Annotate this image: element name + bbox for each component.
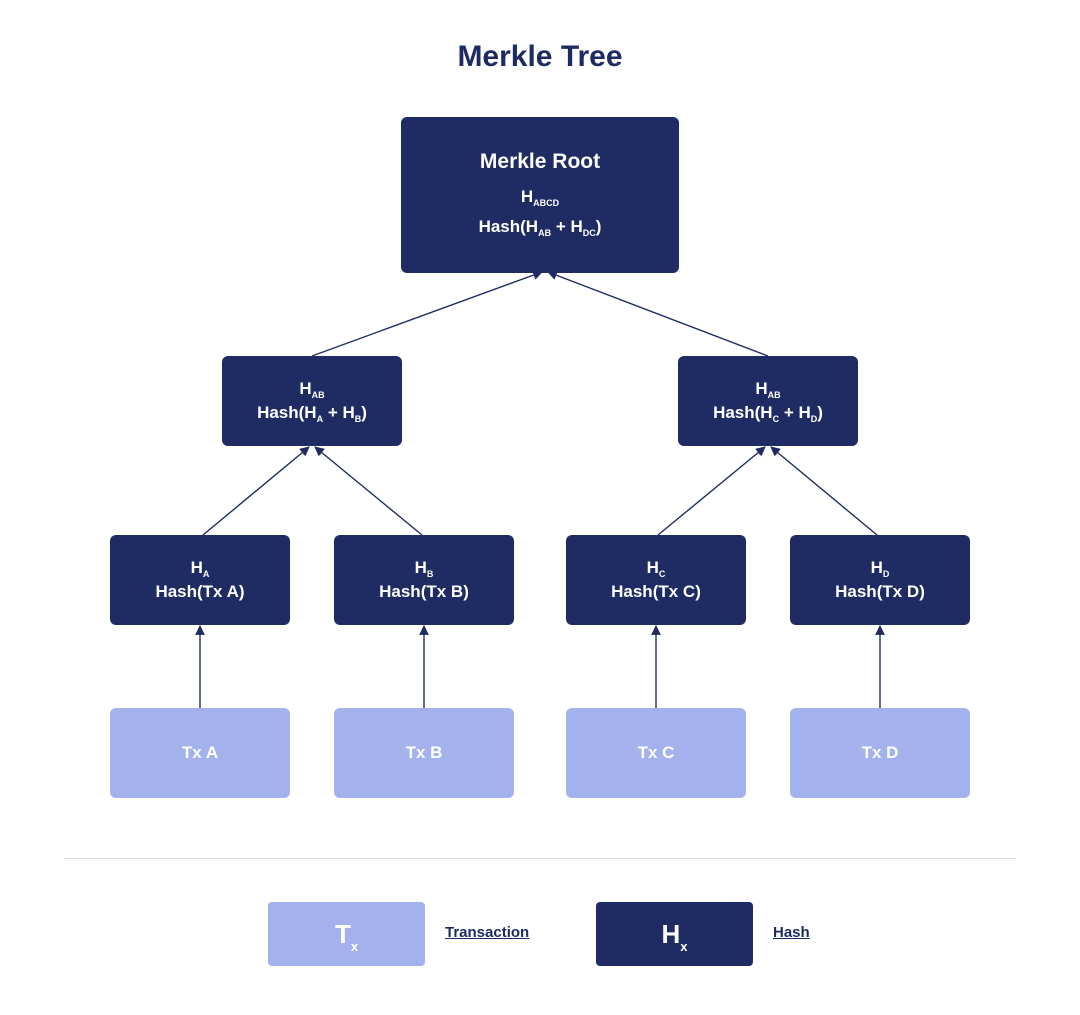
legend-hash-label: Hash [773, 924, 810, 941]
edge-hd-to-hcd [770, 446, 878, 536]
merkle-root-node: Merkle Root HABCD Hash(HAB + HDC) [401, 117, 679, 273]
legend-hash-swatch: Hx [596, 902, 753, 966]
hash-node-hab-right: HAB Hash(HC + HD) [678, 356, 858, 446]
edge-hc-to-hcd [657, 446, 766, 536]
hash-formula: Hash(Tx B) [379, 582, 469, 601]
transaction-label: Tx D [861, 743, 899, 762]
edge-hab-right-to-root [547, 270, 769, 357]
hash-node-hab-left: HAB Hash(HA + HB) [222, 356, 402, 446]
hash-node-hd: HD Hash(Tx D) [790, 535, 970, 625]
edge-hab-left-to-root [311, 270, 543, 357]
hash-symbol: HA [190, 558, 210, 579]
hash-symbol: HB [414, 558, 434, 579]
merkle-root-heading: Merkle Root [479, 150, 601, 173]
transaction-label: Tx A [181, 743, 219, 762]
hash-formula: Hash(Tx C) [611, 582, 701, 601]
transaction-node-d: Tx D [790, 708, 970, 798]
legend-hash-symbol: Hx [661, 918, 688, 954]
hash-symbol: HAB [299, 379, 325, 400]
hash-node-ha: HA Hash(Tx A) [110, 535, 290, 625]
transaction-label: Tx C [637, 743, 675, 762]
hash-node-hb: HB Hash(Tx B) [334, 535, 514, 625]
hash-formula: Hash(Tx D) [835, 582, 925, 601]
legend-transaction-symbol: Tx [334, 918, 359, 954]
diagram-title: Merkle Tree [457, 40, 623, 73]
hash-symbol: HC [646, 558, 666, 579]
edge-hb-to-hab [314, 446, 423, 536]
hash-node-hc: HC Hash(Tx C) [566, 535, 746, 625]
transaction-node-a: Tx A [110, 708, 290, 798]
transaction-label: Tx B [405, 743, 443, 762]
merkle-root-formula: Hash(HAB + HDC) [478, 217, 602, 238]
transaction-node-c: Tx C [566, 708, 746, 798]
legend-transaction-label: Transaction [445, 924, 530, 941]
edge-ha-to-hab [202, 446, 310, 536]
hash-symbol: HAB [755, 379, 781, 400]
merkle-root-symbol: HABCD [520, 187, 560, 208]
hash-formula: Hash(HC + HD) [713, 403, 823, 424]
hash-formula: Hash(Tx A) [155, 582, 245, 601]
legend-divider [64, 858, 1016, 859]
transaction-node-b: Tx B [334, 708, 514, 798]
hash-formula: Hash(HA + HB) [257, 403, 367, 424]
legend-transaction-swatch: Tx [268, 902, 425, 966]
hash-symbol: HD [870, 558, 890, 579]
